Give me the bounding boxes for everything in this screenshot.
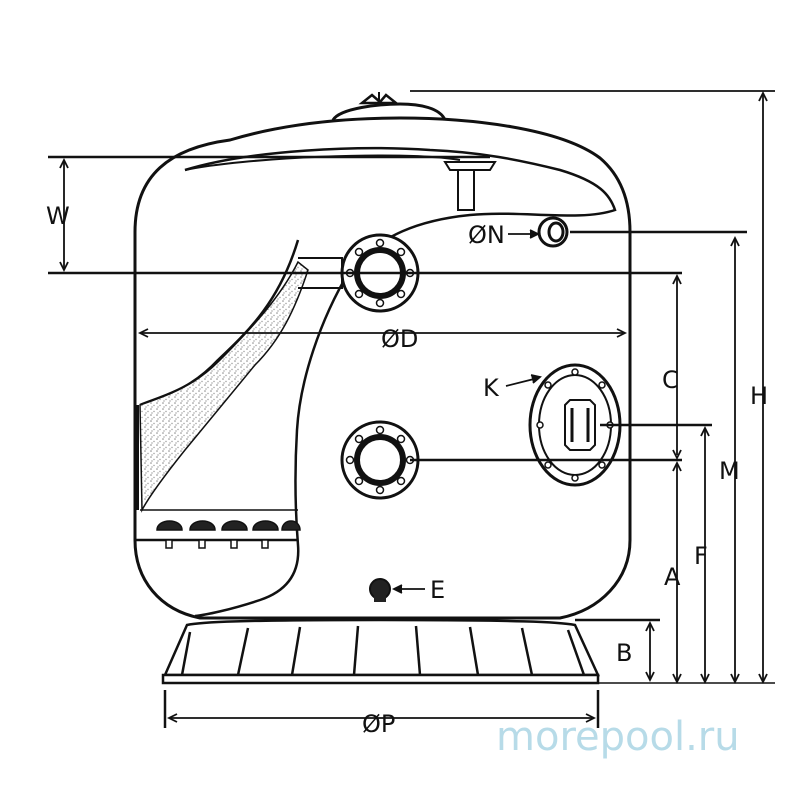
- label-e: E: [430, 576, 445, 604]
- outlet-flange: [340, 420, 420, 500]
- air-vent: [537, 216, 569, 248]
- label-m: M: [719, 457, 740, 485]
- label-a: A: [664, 563, 681, 591]
- label-f: F: [694, 542, 708, 570]
- label-k: K: [483, 374, 500, 402]
- label-p: ØP: [362, 710, 395, 738]
- top-diffuser: [443, 161, 497, 211]
- drain-valve: [369, 578, 391, 602]
- base-stand: [161, 618, 600, 685]
- label-d: ØD: [381, 325, 418, 353]
- sand-media: [139, 260, 309, 513]
- label-b: B: [616, 639, 632, 667]
- tank-shell: [133, 92, 632, 620]
- label-w: W: [46, 202, 70, 230]
- label-c: C: [662, 366, 679, 394]
- label-h: H: [750, 382, 768, 410]
- dimension-lines: [48, 90, 775, 728]
- watermark: morepool.ru: [496, 714, 740, 760]
- label-n: ØN: [468, 221, 505, 249]
- collector-nozzles: [135, 509, 301, 549]
